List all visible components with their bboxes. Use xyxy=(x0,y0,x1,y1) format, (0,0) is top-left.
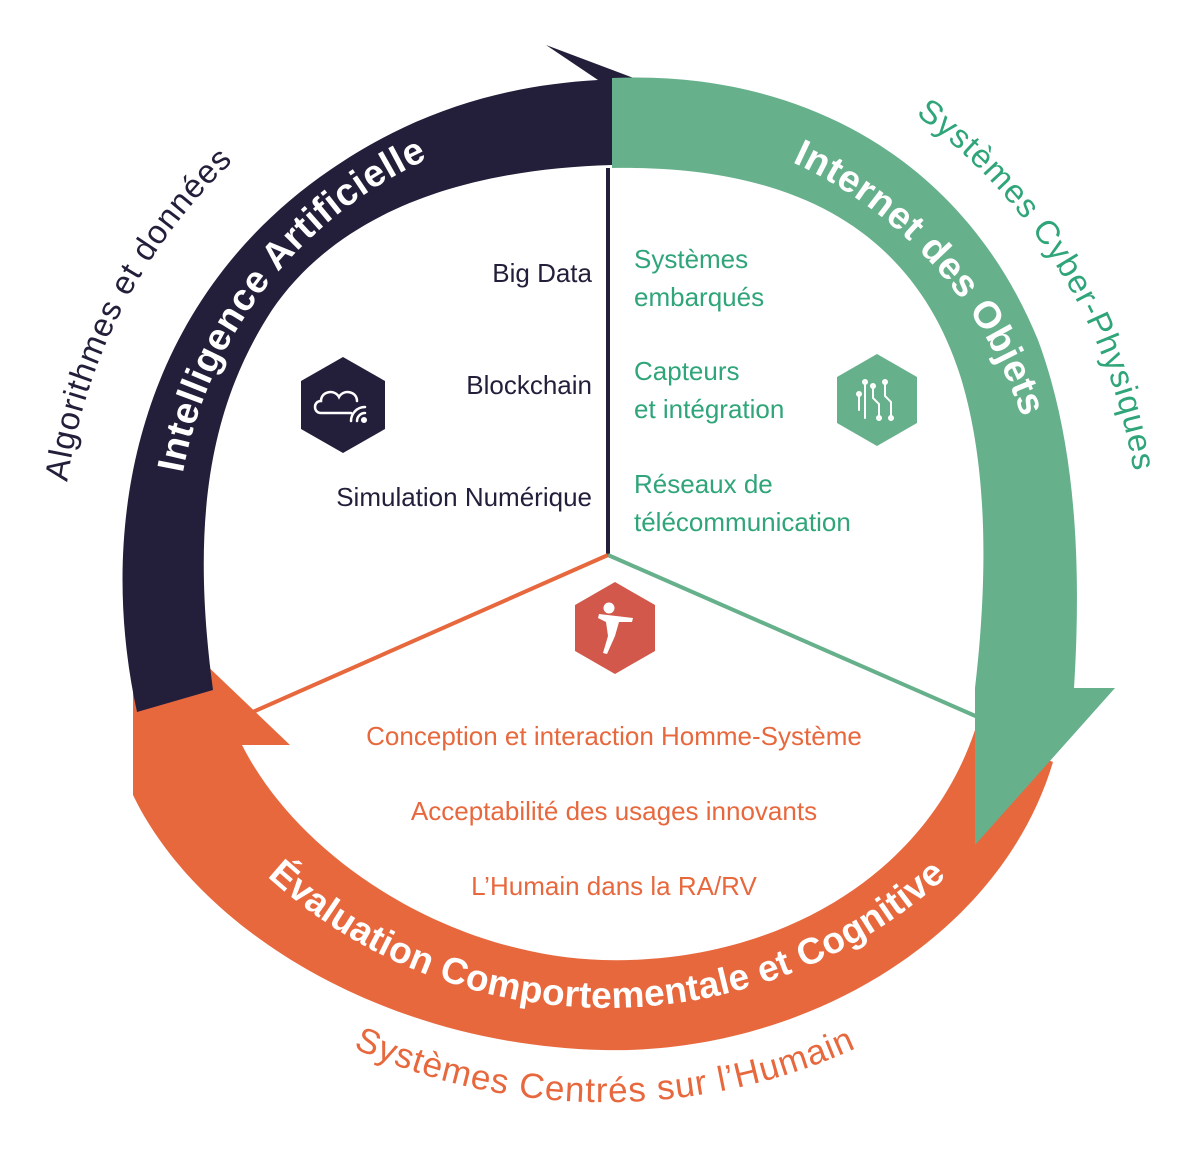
circuit-icon xyxy=(856,379,894,421)
iot-item-reseaux: Réseaux de xyxy=(634,469,773,499)
iot-item-systemes: Systèmes xyxy=(634,244,748,274)
ai-item-simulation: Simulation Numérique xyxy=(336,482,592,512)
cloud-wifi-icon xyxy=(313,390,368,424)
human-item-acceptabilite: Acceptabilité des usages innovants xyxy=(411,796,817,826)
ai-hexagon xyxy=(301,357,385,453)
iot-item-capteurs: Capteurs xyxy=(634,356,740,386)
human-hexagon xyxy=(575,582,655,674)
iot-band-arrow xyxy=(612,77,1115,845)
human-band-arrow xyxy=(133,595,1053,1051)
iot-hexagon xyxy=(837,354,917,446)
divider-lower-right xyxy=(607,553,981,720)
cycle-arrows xyxy=(122,45,1115,1051)
human-item-conception: Conception et interaction Homme-Système xyxy=(366,721,862,751)
ai-item-blockchain: Blockchain xyxy=(466,370,592,400)
iot-item-embarques: embarqués xyxy=(634,282,764,312)
human-items: Conception et interaction Homme-Système … xyxy=(366,721,862,901)
human-figure-icon xyxy=(598,602,633,654)
ai-item-big-data: Big Data xyxy=(492,258,592,288)
segment-dividers xyxy=(245,168,981,720)
human-item-ra-rv: L’Humain dans la RA/RV xyxy=(471,871,757,901)
iot-item-integration: et intégration xyxy=(634,394,784,424)
iot-item-telecom: télécommunication xyxy=(634,507,851,537)
iot-items: Systèmes embarqués Capteurs et intégrati… xyxy=(634,244,851,537)
ai-items: Big Data Blockchain Simulation Numérique xyxy=(336,258,592,512)
divider-lower-left xyxy=(245,553,609,717)
